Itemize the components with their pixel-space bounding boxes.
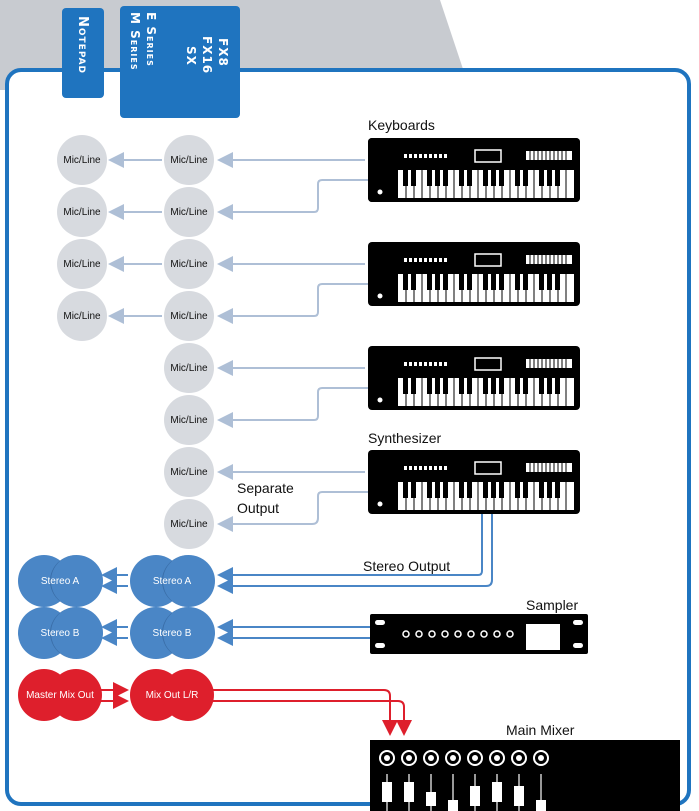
- mic-line-input-6[interactable]: Mic/Line: [164, 395, 214, 445]
- mix-out-lr-label: Mix Out L/R: [145, 689, 199, 701]
- master-mix-out-label: Master Mix Out: [26, 689, 94, 701]
- mix-out-lr[interactable]: Mix Out L/R: [130, 669, 214, 721]
- keyboard-1: [368, 138, 580, 202]
- mic-line-input-left-1[interactable]: Mic/Line: [57, 135, 107, 185]
- stereo-a-input-left[interactable]: Stereo A: [18, 555, 103, 607]
- stereo-a-label: Stereo A: [152, 575, 192, 587]
- mic-line-input-8[interactable]: Mic/Line: [164, 499, 214, 549]
- mic-line-input-left-4[interactable]: Mic/Line: [57, 291, 107, 341]
- series-label-3: SX: [184, 46, 198, 66]
- series-label-4: E Series: [144, 12, 158, 67]
- mix-out-lines: [100, 682, 412, 736]
- tab-notepad-label: Notepad: [75, 16, 90, 75]
- synthesizer-label: Synthesizer: [368, 430, 442, 446]
- mic-line-input-left-3[interactable]: Mic/Line: [57, 239, 107, 289]
- series-label-2: FX16: [200, 36, 214, 75]
- stereo-b-label: Stereo B: [152, 627, 192, 639]
- mic-line-input-1[interactable]: Mic/Line: [164, 135, 214, 185]
- stereo-a-left-label: Stereo A: [40, 575, 80, 587]
- stereo-output-label: Stereo Output: [363, 558, 451, 574]
- grey-connectors: [108, 152, 372, 532]
- tab-series[interactable]: FX8 FX16 SX E Series M Series: [120, 6, 240, 118]
- mic-line-input-3[interactable]: Mic/Line: [164, 239, 214, 289]
- stereo-output-lines: [101, 512, 493, 646]
- sampler-device: [370, 614, 588, 654]
- sampler-label: Sampler: [526, 597, 579, 613]
- main-mixer-label: Main Mixer: [506, 722, 575, 738]
- mic-line-input-5[interactable]: Mic/Line: [164, 343, 214, 393]
- mic-line-input-4[interactable]: Mic/Line: [164, 291, 214, 341]
- series-label-1: FX8: [216, 38, 230, 67]
- series-label-5: M Series: [128, 12, 142, 71]
- mic-line-input-2[interactable]: Mic/Line: [164, 187, 214, 237]
- stereo-a-input[interactable]: Stereo A: [130, 555, 215, 607]
- master-mix-out[interactable]: Master Mix Out: [18, 669, 102, 721]
- stereo-b-input[interactable]: Stereo B: [130, 607, 215, 659]
- tab-notepad[interactable]: Notepad: [62, 8, 104, 98]
- stereo-b-left-label: Stereo B: [40, 627, 80, 639]
- mic-line-input-left-2[interactable]: Mic/Line: [57, 187, 107, 237]
- keyboards-label: Keyboards: [368, 117, 435, 133]
- stereo-b-input-left[interactable]: Stereo B: [18, 607, 103, 659]
- keyboard-3: [368, 346, 580, 410]
- mic-line-input-7[interactable]: Mic/Line: [164, 447, 214, 497]
- main-mixer-device: [370, 740, 680, 811]
- keyboard-2: [368, 242, 580, 306]
- synthesizer-keyboard: [368, 450, 580, 514]
- separate-output-label: Separate Output: [237, 480, 294, 516]
